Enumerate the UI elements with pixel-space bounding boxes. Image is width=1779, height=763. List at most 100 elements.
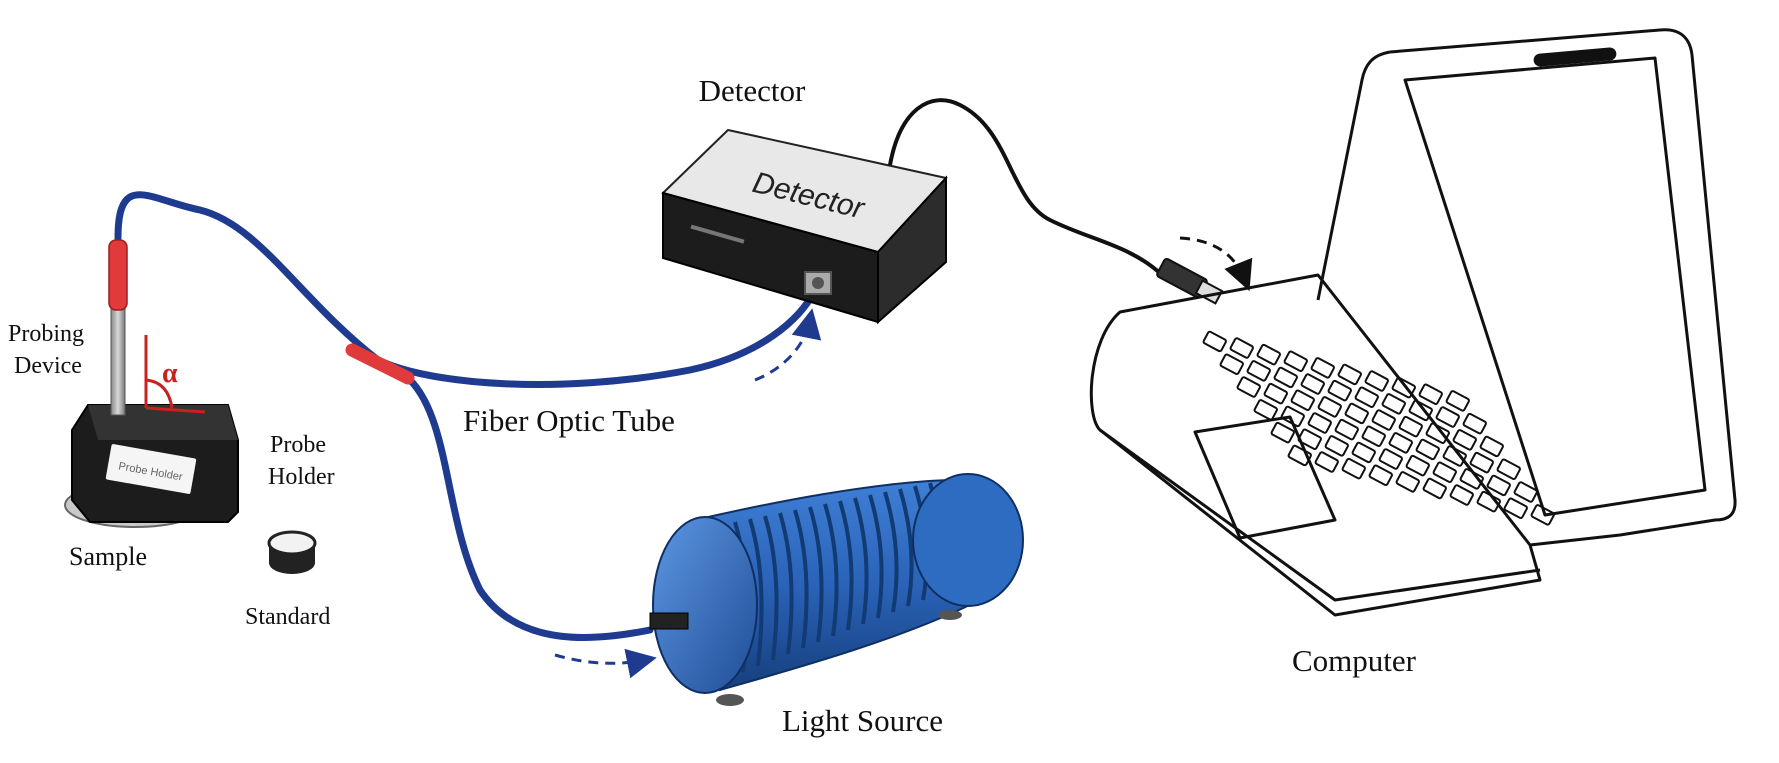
keyboard-key [1408,399,1433,422]
laptop-base [1089,273,1542,617]
keyboard-key [1395,471,1420,493]
keyboard-key [1449,484,1474,506]
keyboard-key [1236,376,1261,398]
keyboard-key [1371,409,1396,431]
keyboard-key [1469,451,1494,474]
keyboard-key [1445,390,1470,412]
label-probing-device-line2: Device [14,353,82,379]
cooling-fin [793,509,809,649]
keyboard-key [1503,497,1528,519]
keyboard-key [1283,350,1308,372]
keyboard-key [1381,393,1406,415]
cooling-fin [778,512,794,655]
probe-handle [108,239,128,311]
keyboard-key [1435,406,1460,428]
cooling-fin [883,491,899,613]
keyboard-key [1442,445,1467,467]
keyboard-key [1425,422,1450,444]
keyboard-key [1314,451,1339,473]
keyboard-key [1479,435,1504,458]
detector-device: Detector [661,128,948,325]
keyboard-key [1280,405,1305,428]
label-probing-device-line1: Probing [8,321,84,347]
keyboard-key [1398,415,1423,438]
label-detector: Detector [699,73,806,108]
keyboard-key [1391,376,1416,399]
light-source-device [649,473,1024,706]
cooling-fin [763,515,779,661]
label-probe-holder-line2: Holder [268,464,335,490]
arrow-to-computer [1179,236,1253,292]
keyboard-key [1337,363,1362,386]
keyboard-key [1263,382,1288,405]
laptop-keyboard [1202,330,1555,526]
keyboard-key [1496,458,1521,480]
cooling-fin [868,494,884,619]
keyboard-key [1476,490,1501,513]
keyboard-key [1361,425,1386,447]
keyboard-key [1324,435,1349,457]
keyboard-key [1287,444,1312,467]
keyboard-key [1270,421,1295,444]
detector-side [877,175,947,325]
keyboard-key [1273,366,1298,389]
cooling-fin [748,518,764,667]
keyboard-key [1300,373,1325,395]
laptop-touchpad [1193,415,1337,540]
keyboard-key [1364,370,1389,392]
keyboard-key [1317,396,1342,418]
laptop-screen [1403,56,1707,517]
keyboard-key [1452,429,1477,451]
light-source-front-cap [652,516,758,694]
keyboard-key [1246,360,1271,382]
cooling-fin [823,503,839,637]
keyboard-key [1354,386,1379,408]
cooling-fin [898,488,914,607]
angle-alpha-label: α [162,358,178,389]
keyboard-key [1327,379,1352,402]
angle-indicator [144,335,206,414]
usb-cable [888,98,1224,305]
cooling-fin [838,500,854,631]
keyboard-key [1256,343,1281,366]
keyboard-key [1307,412,1332,434]
keyboard-key [1368,464,1393,486]
probe-holder-tag [105,444,197,494]
keyboard-key [1459,468,1484,490]
keyboard-key [1219,353,1244,375]
keyboard-key [1418,383,1443,405]
arrow-to-detector [754,308,822,382]
keyboard-key [1486,474,1511,497]
keyboard-key [1344,402,1369,425]
keyboard-key [1334,418,1359,441]
light-source-port [649,612,689,630]
keyboard-key [1388,432,1413,454]
standard-reference [267,530,317,574]
keyboard-key [1462,412,1487,435]
keyboard-key [1229,337,1254,359]
laptop-lid [1389,28,1737,547]
keyboard-key [1415,438,1440,461]
keyboard-key [1422,477,1447,500]
arrow-to-light-source [554,648,657,679]
keyboard-key [1202,330,1227,353]
laptop-computer [1089,28,1737,617]
keyboard-key [1253,399,1278,421]
keyboard-key [1378,448,1403,470]
label-fiber-optic-tube: Fiber Optic Tube [463,403,675,438]
flow-arrows [554,236,1253,679]
keyboard-key [1513,481,1538,503]
keyboard-key [1341,457,1366,480]
keyboard-key [1290,389,1315,411]
fiber-optic-cable [114,191,819,642]
keyboard-key [1297,428,1322,450]
label-probe-holder-line1: Probe [270,432,326,458]
keyboard-key [1405,454,1430,477]
keyboard-key [1530,504,1555,526]
keyboard-key [1351,441,1376,464]
keyboard-key [1310,357,1335,379]
label-light-source: Light Source [782,703,943,738]
probe-assembly: Probe Holder α [64,239,239,528]
label-sample: Sample [69,542,147,571]
